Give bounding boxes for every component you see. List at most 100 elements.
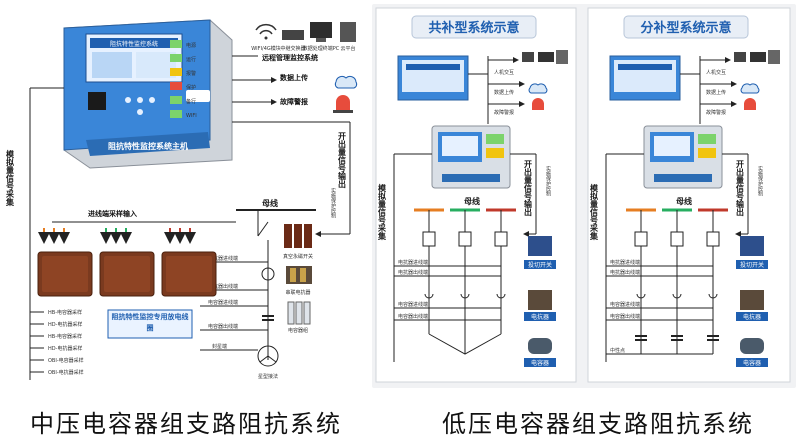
- panel-a-pc-icon: [538, 52, 554, 62]
- discharge-coils: [37, 251, 217, 297]
- panel-b-fault-alarm: 故障警报: [706, 109, 726, 116]
- data-upload-label: 数据上传: [280, 73, 308, 82]
- vacuum-switch-symbol: [257, 221, 269, 237]
- server-icon: [340, 22, 356, 42]
- sampling-row-4: OBI-电容器采样: [48, 357, 84, 364]
- panel-a-cloud-icon: [528, 83, 548, 94]
- vacuum-switch-label: 真空永磁开关: [283, 253, 313, 260]
- device-nameplate: 阻抗特性监控系统主机: [108, 141, 188, 151]
- panel-b-analog-input: 模拟量信号采集: [589, 183, 599, 241]
- panel-b-reactor-image: [740, 290, 764, 310]
- device-button-wifi: WIFI: [186, 113, 197, 119]
- panel-a-busbar: 母线: [464, 196, 480, 206]
- top-device-wifi: WIFI/4G模块: [251, 45, 281, 52]
- panel-b-busbar: 母线: [676, 196, 692, 206]
- caption-medium-voltage: 中压电容器组支路阻抗系统: [30, 410, 342, 438]
- reactor-image: [286, 266, 312, 284]
- panel-a-capacitor-label: 电容器: [531, 359, 549, 367]
- panel-b-realtime: 实施保护控制: [757, 165, 763, 197]
- sampling-row-3: HD-电抗器采样: [48, 345, 82, 352]
- panel-a-server-icon: [556, 50, 568, 64]
- capacitor-label: 电容器组: [288, 327, 308, 334]
- panel-a-realtime: 实施保护控制: [545, 165, 551, 197]
- panel-b-title: 分补型系统示意: [640, 20, 731, 36]
- device-screen-title: 阻抗特性监控系统: [110, 40, 158, 48]
- panel-b-human-machine: 人机交互: [706, 69, 726, 76]
- device-buttons: 电源 运行 报警 保护 备行 WIFI: [170, 40, 197, 119]
- busbar-label: 母线: [262, 198, 278, 208]
- panel-b-line-1: 电抗器出线端: [610, 269, 640, 276]
- top-device-cloud: 云平台: [340, 45, 355, 52]
- panel-a-human-machine: 人机交互: [494, 69, 514, 76]
- line-label-capacitor-out: 电容器出线端: [208, 323, 238, 330]
- dedicated-cable-box: [107, 309, 193, 339]
- top-device-switch: 中继交换器: [280, 45, 305, 52]
- cloud-icon: [334, 75, 358, 89]
- medium-voltage-diagram: 阻抗特性监控系统 阻抗特性监控系统主机 电源 运行 报警 保护 备行 WIFI …: [0, 0, 370, 392]
- sampling-arrows: [38, 228, 196, 244]
- caption-low-voltage: 低压电容器组支路阻抗系统: [442, 410, 754, 438]
- panel-a-data-upload: 数据上传: [494, 89, 514, 96]
- monitor-host-device: 阻抗特性监控系统 阻抗特性监控系统主机: [63, 19, 233, 169]
- panel-a-line-1: 电抗器出线端: [398, 269, 428, 276]
- fault-alarm-label: 故障警报: [280, 97, 309, 106]
- device-button-alarm: 报警: [186, 70, 196, 77]
- panel-a-switch-label: 投切开关: [528, 261, 552, 269]
- panel-common-compensation: 共补型系统示意 人机交互 数据上传 故障警报 开出量信号输出 实施保护控制: [375, 7, 577, 383]
- panel-b-capacitor-image: [740, 338, 764, 354]
- panel-a-title: 共补型系统示意: [428, 20, 519, 36]
- panel-a-analog-input: 模拟量信号采集: [377, 183, 387, 241]
- remote-system-label: 远程管理监控系统: [262, 53, 318, 62]
- switch-output-vertical: 开出量信号输出: [337, 132, 347, 189]
- panel-b-switch-output: 开出量信号输出: [735, 160, 745, 217]
- panel-b-line-2: 电容器进线端: [610, 301, 640, 308]
- panel-b-line-3: 电容器出线端: [610, 313, 640, 320]
- switch-device-icon: [282, 30, 304, 40]
- panel-a-reactor-label: 电抗器: [531, 313, 549, 321]
- wifi-icon: [255, 23, 277, 40]
- panel-a-capacitor-image: [528, 338, 552, 354]
- panel-b-line-labels: 电抗器进线端 电抗器出线端 电容器进线端 电容器出线端: [606, 259, 713, 321]
- top-devices-row: WIFI/4G模块 中继交换器 数据处理终端PC 云平台: [251, 22, 356, 52]
- panel-a-reactor-image: [528, 290, 552, 310]
- reactor-label: 串联电抗器: [285, 289, 310, 296]
- sampling-rows: HB-电容器采样 HD-电抗器采样 HB-电容器采样 HD-电抗器采样 OBI-…: [30, 309, 84, 376]
- panel-a-phases: [422, 210, 508, 355]
- sampling-row-2: HB-电容器采样: [48, 333, 82, 340]
- device-button-protect: 保护: [186, 84, 196, 91]
- line-label-reactor-in: 电抗器进线端: [208, 255, 238, 262]
- panel-a-fault-alarm: 故障警报: [494, 109, 514, 116]
- top-device-pc: 数据处理终端PC: [303, 45, 340, 52]
- panel-b-capacitor-label: 电容器: [743, 359, 761, 367]
- panel-b-cloud-icon: [740, 83, 760, 94]
- panel-separate-compensation: 分补型系统示意 人机交互 数据上传 故障警报 开出量信号输出 实施保护控制 模拟…: [587, 7, 791, 383]
- panel-a-alarm-icon: [532, 98, 544, 110]
- sampling-row-5: OBI-电抗器采样: [48, 369, 84, 376]
- analog-input-label: 模拟量信号采集: [5, 149, 15, 207]
- alarm-light-icon: [336, 95, 350, 110]
- panel-b-server-icon: [768, 50, 780, 64]
- device-button-standby: 备行: [186, 98, 196, 105]
- line-label-capacitor-in: 电容器进线端: [208, 299, 238, 306]
- panel-b-data-upload: 数据上传: [706, 89, 726, 96]
- switch-output-label: 开出量信号输出: [337, 132, 347, 189]
- panel-b-reactor-label: 电抗器: [743, 313, 761, 321]
- star-cable-label: 星型接法: [258, 373, 278, 380]
- panel-a-line-2: 电容器进线端: [398, 301, 428, 308]
- panel-b-alarm-icon: [744, 98, 756, 110]
- line-label-reactor-out: 电抗器出线端: [208, 283, 238, 290]
- line-labels: 电抗器进线端 电抗器出线端 电容器进线端 电容器出线端 封星端: [200, 255, 268, 351]
- vacuum-switch-image: [284, 224, 292, 248]
- panel-b-neutral: 中性点: [610, 347, 625, 354]
- sampling-row-1: HD-电抗器采样: [48, 321, 82, 328]
- device-button-run: 运行: [186, 56, 196, 63]
- panel-a-wifi-icon: [522, 52, 534, 62]
- realtime-protection-label: 实施保护控制: [330, 187, 336, 219]
- capacitor-image: [287, 301, 295, 325]
- sampling-row-0: HB-电容器采样: [48, 309, 82, 316]
- device-button-power: 电源: [186, 42, 196, 49]
- panel-a-switch-image: [528, 236, 552, 256]
- panel-a-line-labels: 电抗器进线端 电抗器出线端 电容器进线端 电容器出线端: [394, 259, 501, 321]
- dedicated-cable-label: 阻抗特性监控专用放电线圈: [111, 313, 189, 332]
- reactor-symbol: [261, 267, 275, 281]
